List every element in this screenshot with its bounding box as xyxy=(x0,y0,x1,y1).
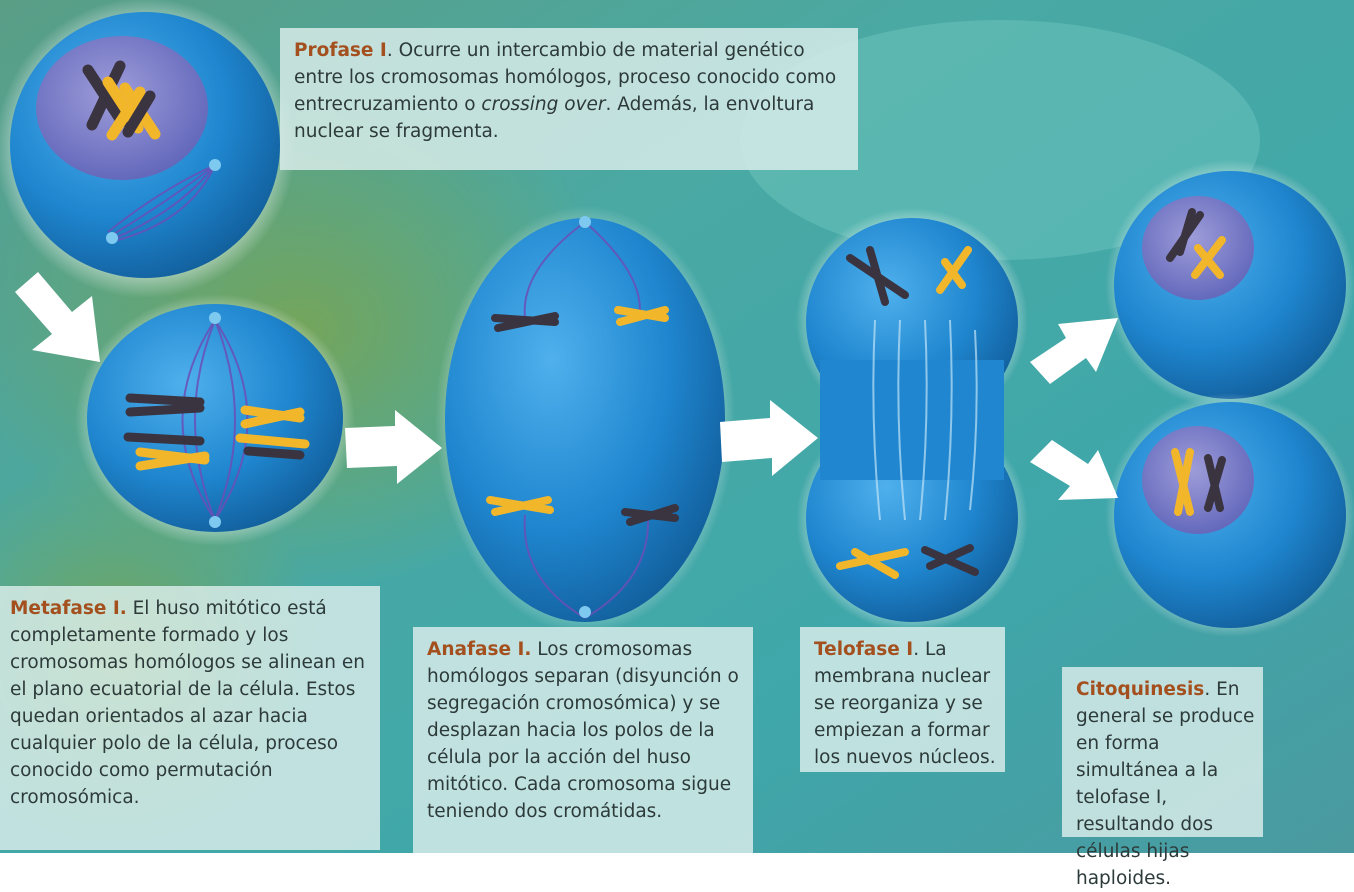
caption-telofase: Telofase I. La membrana nuclear se reorg… xyxy=(800,627,1005,772)
arrow-telophase-to-daughter-bottom-icon xyxy=(1030,440,1118,500)
caption-text: . Además, la envoltura nuclear se fragme… xyxy=(294,94,815,142)
telophase-cell xyxy=(796,208,1028,632)
caption-title: Citoquinesis xyxy=(1076,679,1205,700)
arrow-prophase-to-metaphase-icon xyxy=(15,272,100,362)
caption-metafase: Metafase I. El huso mitótico está comple… xyxy=(0,586,380,850)
arrows xyxy=(15,272,1118,500)
caption-citoquinesis: Citoquinesis. En general se produce en f… xyxy=(1062,667,1263,889)
caption-text: . La membrana nuclear se reorganiza y se… xyxy=(814,639,996,768)
caption-text: . En general se produce en forma simultá… xyxy=(1076,679,1255,889)
arrow-metaphase-to-anaphase-icon xyxy=(345,410,442,484)
caption-title: Profase I xyxy=(294,40,387,61)
caption-title: Metafase I. xyxy=(10,598,127,619)
daughter-cell-bottom xyxy=(1105,393,1354,637)
caption-text: Los cromosomas homólogos separan (disyun… xyxy=(427,639,739,822)
caption-text: . Ocurre un intercambio de material gené… xyxy=(294,40,837,115)
caption-profase: Profase I. Ocurre un intercambio de mate… xyxy=(280,28,858,170)
caption-title: Telofase I xyxy=(814,639,914,660)
arrow-anaphase-to-telophase-icon xyxy=(720,400,818,476)
anaphase-cell xyxy=(435,206,735,634)
caption-italic-term: crossing over xyxy=(481,94,606,115)
daughter-cell-top xyxy=(1105,160,1354,410)
arrow-telophase-to-daughter-top-icon xyxy=(1030,318,1118,384)
caption-text: El huso mitótico está completamente form… xyxy=(10,598,365,808)
prophase-cell xyxy=(0,0,295,298)
caption-title: Anafase I. xyxy=(427,639,532,660)
caption-anafase: Anafase I. Los cromosomas homólogos sepa… xyxy=(413,627,753,853)
metaphase-cell xyxy=(75,294,355,546)
